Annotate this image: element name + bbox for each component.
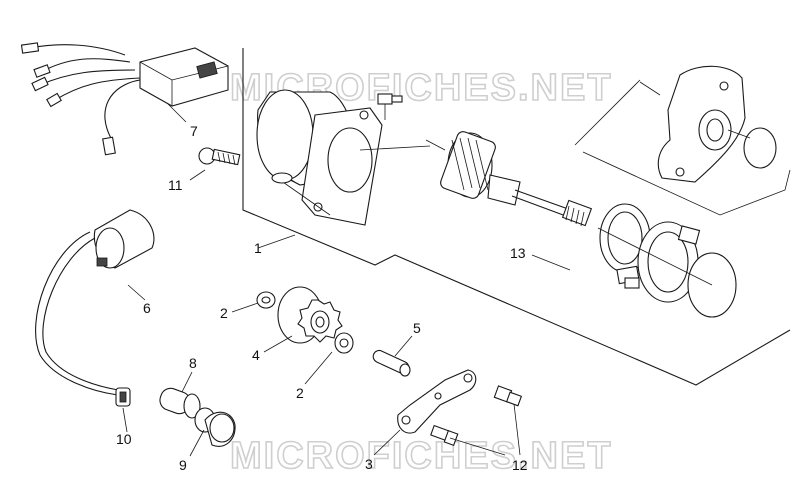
rear-cover (657, 65, 777, 183)
callout-9: 9 (179, 457, 187, 473)
bolt-12-upper (493, 385, 523, 407)
gear-4 (277, 286, 343, 344)
callout-7: 7 (190, 123, 198, 139)
callout-5: 5 (413, 320, 421, 336)
callout-6: 6 (143, 300, 151, 316)
bolt-top (377, 93, 403, 120)
brush-holder-13 (597, 203, 737, 318)
starter-motor-body (256, 89, 383, 226)
leader-lines (122, 103, 571, 457)
callout-11: 11 (168, 177, 183, 193)
callout-1: 1 (254, 240, 262, 256)
ignition-coil-6 (35, 209, 155, 396)
callout-10: 10 (116, 431, 132, 447)
watermark-bottom: MICROFICHES.NET (230, 435, 613, 477)
callout-2-lower: 2 (296, 385, 304, 401)
plug-cap-8-9 (159, 387, 236, 447)
washer-2-upper (256, 291, 276, 309)
callout-8: 8 (189, 355, 197, 371)
pin-5 (372, 349, 411, 377)
callout-2-upper: 2 (220, 305, 228, 321)
callout-12: 12 (512, 457, 528, 473)
armature (359, 131, 593, 227)
screw-11 (198, 147, 241, 166)
bracket-3 (397, 369, 477, 434)
callout-13: 13 (510, 245, 526, 261)
cap-10 (115, 387, 131, 407)
washer-2-lower (334, 332, 354, 354)
starter-motor-frame (242, 48, 791, 386)
callout-3: 3 (365, 456, 373, 472)
callout-4: 4 (252, 347, 260, 363)
relay-with-wires (20, 42, 229, 156)
